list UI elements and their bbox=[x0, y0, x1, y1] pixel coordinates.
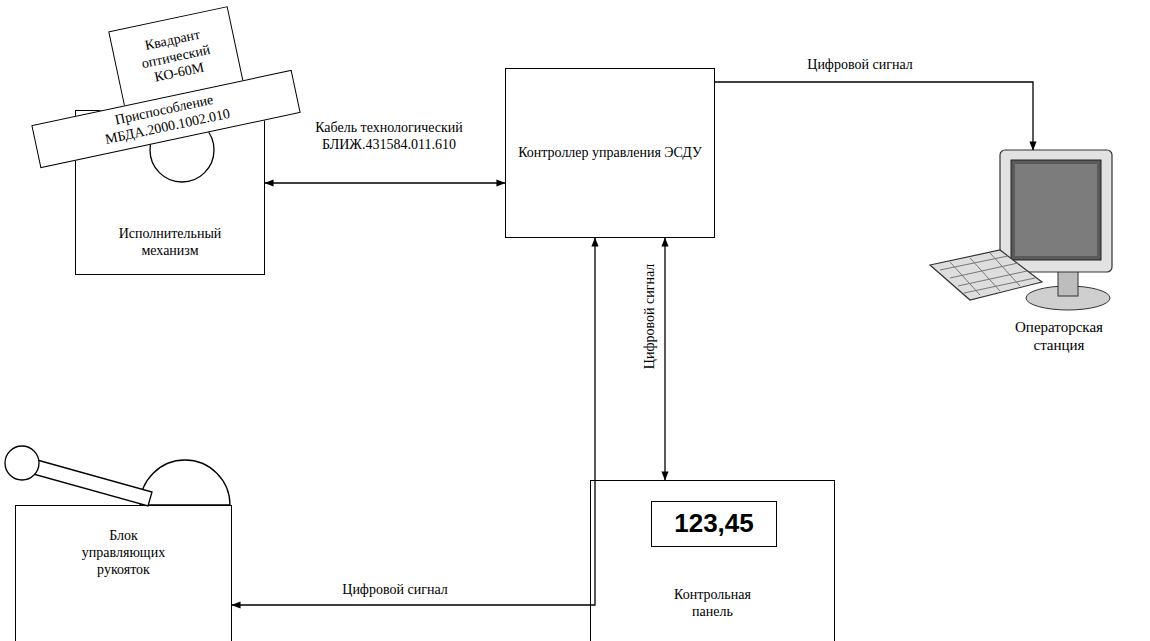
signal-connector bbox=[664, 238, 665, 480]
unit-box: Контрольная панель 123,45 bbox=[590, 480, 835, 641]
node-label: Исполнительный механизм bbox=[95, 226, 245, 260]
node-label: Контрольная панель bbox=[663, 587, 763, 621]
node-label: Операторская станция bbox=[1003, 318, 1115, 354]
computer-icon bbox=[930, 150, 1112, 310]
signal-connector bbox=[232, 238, 595, 605]
edge-label: Цифровой сигнал bbox=[643, 263, 660, 368]
node-label: Квадрант оптический КО-60М bbox=[130, 24, 223, 91]
handle-lever bbox=[26, 458, 152, 506]
handle-dome bbox=[140, 460, 230, 505]
display-box: 123,45 bbox=[651, 501, 777, 547]
node-label: Блок управляющих рукояток bbox=[69, 528, 179, 578]
edge-label: Кабель технологический БЛИЖ.431584.011.6… bbox=[300, 120, 478, 154]
edge-label: Цифровой сигнал bbox=[790, 57, 930, 74]
unit-box: Контроллер управления ЭСДУ bbox=[505, 68, 715, 238]
workstation-node: Операторская станция bbox=[925, 150, 1115, 360]
node-label: Контроллер управления ЭСДУ bbox=[518, 145, 702, 162]
signal-connector bbox=[265, 182, 505, 183]
unit-box: Блок управляющих рукояток bbox=[15, 505, 232, 641]
edge-label: Цифровой сигнал bbox=[330, 582, 460, 599]
display-value: 123,45 bbox=[674, 508, 754, 539]
node-label: Приспособление МБДА.2000.1002.010 bbox=[89, 87, 243, 151]
handle-ball bbox=[5, 446, 39, 480]
signal-connector bbox=[715, 82, 1033, 150]
